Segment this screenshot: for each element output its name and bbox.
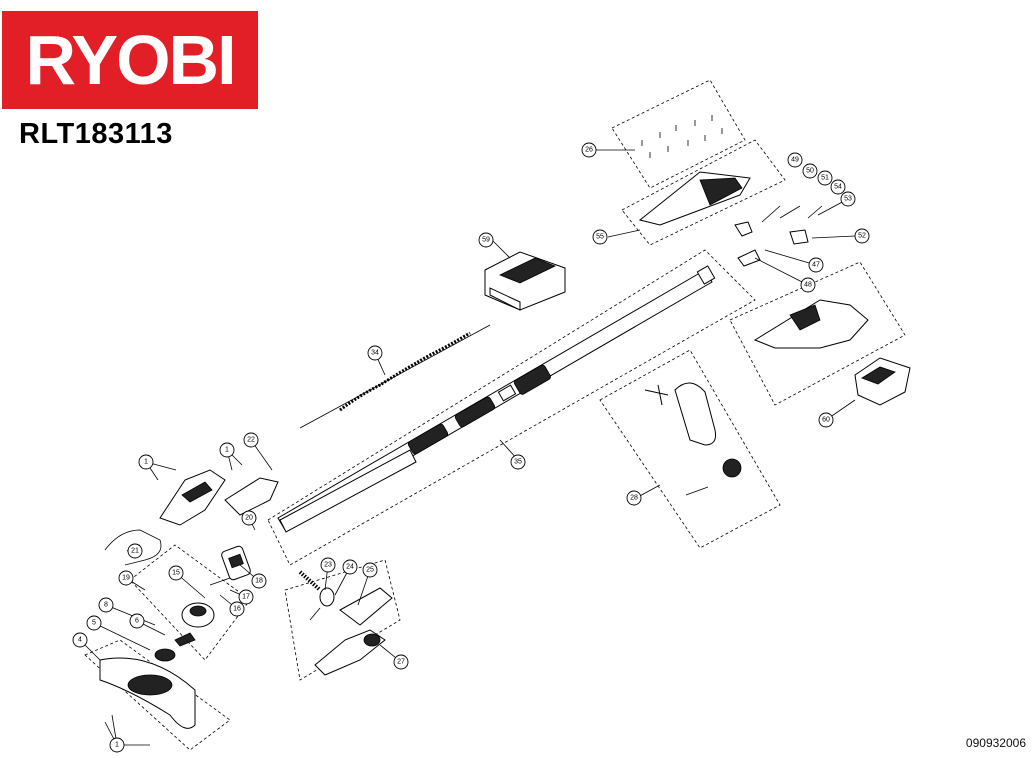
wire-guard — [104, 529, 162, 566]
battery-pack — [854, 357, 911, 406]
group-box-aux-handle-28 — [599, 349, 781, 549]
callout-55: 55 — [592, 229, 608, 245]
svg-text:6: 6 — [135, 618, 139, 625]
svg-text:26: 26 — [585, 147, 593, 154]
motor-housing — [638, 171, 751, 226]
lower-shaft — [279, 449, 417, 533]
callout-1-c: 1 — [109, 737, 125, 753]
svg-text:34: 34 — [371, 350, 379, 357]
svg-text:59: 59 — [482, 237, 490, 244]
model-number: RLT183113 — [19, 118, 173, 150]
callout-20: 20 — [241, 510, 257, 526]
svg-text:23: 23 — [324, 562, 332, 569]
trigger-parts — [734, 205, 823, 267]
svg-text:22: 22 — [247, 437, 255, 444]
motor-housing-halves — [159, 469, 279, 526]
svg-text:53: 53 — [844, 196, 852, 203]
spring — [298, 570, 322, 592]
logo-text: RYOBI — [25, 21, 236, 99]
svg-text:8: 8 — [104, 602, 108, 609]
svg-text:18: 18 — [255, 578, 263, 585]
callout-16: 16 — [229, 601, 245, 617]
callout-6: 6 — [129, 613, 145, 629]
callout-26: 26 — [581, 142, 597, 158]
group-box-head-27 — [284, 559, 401, 681]
callout-19: 19 — [118, 570, 134, 586]
svg-text:21: 21 — [131, 548, 139, 555]
svg-text:24: 24 — [346, 564, 354, 571]
svg-text:4: 4 — [78, 637, 82, 644]
callout-24: 24 — [342, 559, 358, 575]
callout-60: 60 — [818, 412, 834, 428]
spool — [181, 602, 215, 628]
document-number: 090932006 — [965, 736, 1026, 750]
svg-text:16: 16 — [233, 606, 241, 613]
callout-28: 28 — [626, 490, 642, 506]
ryobi-logo: RYOBI — [2, 11, 258, 109]
callout-18: 18 — [251, 573, 267, 589]
callout-23: 23 — [320, 557, 336, 573]
callout-49: 49 — [787, 152, 803, 168]
svg-text:5: 5 — [92, 620, 96, 627]
auxiliary-handle — [644, 382, 742, 496]
screws-group-26 — [641, 115, 723, 158]
callout-5: 5 — [86, 615, 102, 631]
callout-48: 48 — [800, 277, 816, 293]
svg-text:47: 47 — [812, 262, 820, 269]
svg-text:19: 19 — [122, 575, 130, 582]
svg-text:27: 27 — [397, 659, 405, 666]
drive-shaft — [299, 324, 491, 429]
callout-21: 21 — [127, 543, 143, 559]
svg-text:35: 35 — [514, 459, 522, 466]
svg-text:15: 15 — [172, 570, 180, 577]
svg-text:1: 1 — [225, 447, 229, 454]
shaft-couplings — [407, 364, 551, 455]
callout-4: 4 — [72, 632, 88, 648]
group-box-guard-4 — [84, 639, 231, 751]
callout-25: 25 — [362, 562, 378, 578]
callout-34: 34 — [367, 345, 383, 361]
callout-54: 54 — [830, 179, 846, 195]
callout-1-a: 1 — [138, 454, 154, 470]
callout-27: 27 — [393, 654, 409, 670]
callout-47: 47 — [808, 257, 824, 273]
svg-text:52: 52 — [858, 233, 866, 240]
leader-lines — [79, 149, 856, 746]
group-box-handle — [729, 261, 906, 406]
callout-53: 53 — [840, 191, 856, 207]
svg-text:17: 17 — [242, 594, 250, 601]
rear-handle — [753, 299, 869, 349]
svg-text:50: 50 — [806, 168, 814, 175]
callout-35: 35 — [510, 454, 526, 470]
callout-51: 51 — [817, 170, 833, 186]
motor — [221, 545, 251, 581]
callout-22: 22 — [243, 432, 259, 448]
group-box-screws-26 — [611, 79, 746, 189]
callout-59: 59 — [478, 232, 494, 248]
group-box-housing-55 — [621, 139, 786, 246]
svg-text:49: 49 — [791, 157, 799, 164]
callout-52: 52 — [854, 228, 870, 244]
svg-text:1: 1 — [144, 459, 148, 466]
svg-text:20: 20 — [245, 515, 253, 522]
svg-text:25: 25 — [366, 567, 374, 574]
callout-15: 15 — [168, 565, 184, 581]
svg-text:51: 51 — [821, 175, 829, 182]
callout-17: 17 — [238, 589, 254, 605]
group-box-shaft-35 — [267, 249, 756, 566]
guard — [99, 657, 196, 729]
callout-1-b: 1 — [219, 442, 235, 458]
callout-8: 8 — [98, 597, 114, 613]
svg-text:55: 55 — [596, 234, 604, 241]
head-housing — [314, 587, 393, 676]
callout-50: 50 — [802, 163, 818, 179]
battery-charger — [484, 251, 566, 311]
svg-text:48: 48 — [804, 282, 812, 289]
svg-text:28: 28 — [630, 495, 638, 502]
svg-text:54: 54 — [834, 184, 842, 191]
svg-text:60: 60 — [822, 417, 830, 424]
svg-text:1: 1 — [115, 742, 119, 749]
spool-parts — [154, 577, 231, 662]
